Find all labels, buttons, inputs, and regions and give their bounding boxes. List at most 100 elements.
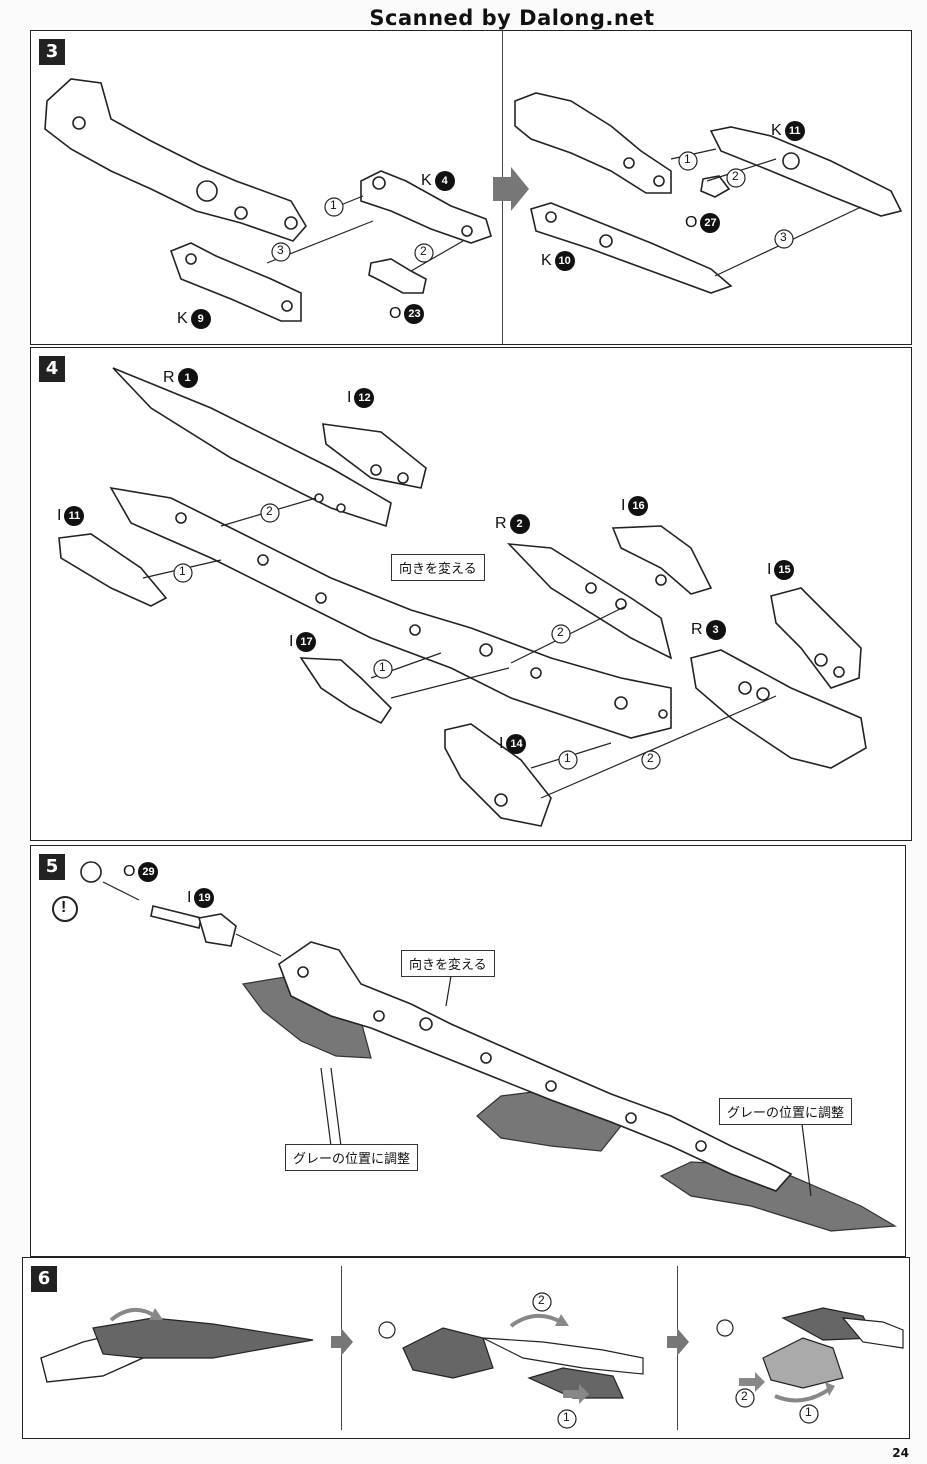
step-6-panel: 6 xyxy=(22,1257,910,1439)
part-k10 xyxy=(530,202,733,294)
order-3-text: 3 xyxy=(277,243,284,257)
order-marker xyxy=(735,1388,755,1408)
order-marker xyxy=(414,243,434,263)
order-marker xyxy=(726,168,746,188)
part-k9 xyxy=(169,242,302,322)
part-r2 xyxy=(506,543,673,660)
rotate-arrow-icon xyxy=(509,1314,562,1328)
order-2-text: 2 xyxy=(538,1293,545,1307)
part-i17 xyxy=(299,657,393,725)
order-marker xyxy=(173,563,193,583)
order-marker xyxy=(558,750,578,770)
part-k4 xyxy=(360,170,492,244)
order-marker xyxy=(324,197,344,217)
order-marker xyxy=(260,503,280,523)
slide-arrow-icon xyxy=(563,1384,589,1404)
step-4-number: 4 xyxy=(39,356,65,382)
step-5-diagram xyxy=(52,861,897,1232)
order-2-text: 2 xyxy=(741,1389,748,1403)
watermark: Scanned by Dalong.net xyxy=(369,6,655,30)
order-marker xyxy=(557,1409,577,1429)
weapon-assembly xyxy=(109,486,672,739)
order-marker xyxy=(373,659,393,679)
part-o29 xyxy=(80,861,102,883)
order-2-text: 2 xyxy=(420,244,427,258)
order-marker xyxy=(551,624,571,644)
order-1-text: 1 xyxy=(379,660,386,674)
step-6-number: 6 xyxy=(31,1266,57,1292)
weapon-body-b xyxy=(482,1337,644,1375)
order-marker xyxy=(641,750,661,770)
next-arrow-icon xyxy=(493,167,529,211)
gray-blade-a xyxy=(92,1317,314,1359)
order-marker xyxy=(271,242,291,262)
callout-gray-position-2: グレーの位置に調整 xyxy=(719,1098,853,1125)
callout-turn: 向きを変える xyxy=(401,950,495,977)
order-2-text: 2 xyxy=(557,625,564,639)
step-6-diagram xyxy=(40,1292,904,1429)
page-number: 24 xyxy=(892,1446,909,1460)
slide-arrow-icon xyxy=(739,1372,765,1392)
step-4-panel: 4 xyxy=(30,347,912,841)
order-marker xyxy=(532,1292,552,1312)
step-3-panel: 3 xyxy=(30,30,912,345)
part-i11 xyxy=(58,533,168,607)
caution-icon xyxy=(52,896,78,922)
gray-part-c xyxy=(762,1337,844,1389)
next-arrow-icon xyxy=(667,1328,689,1356)
next-arrow-icon xyxy=(331,1328,353,1356)
part-i16 xyxy=(611,525,713,595)
order-1-text: 1 xyxy=(564,751,571,765)
weapon-body-c xyxy=(841,1317,904,1349)
part-i14 xyxy=(444,723,552,827)
step-5-number: 5 xyxy=(39,854,65,880)
part-r1-blade xyxy=(112,367,392,528)
order-1-text: 1 xyxy=(330,198,337,212)
weapon-assembly xyxy=(278,941,793,1192)
order-1-text: 1 xyxy=(563,1410,570,1424)
part-k11 xyxy=(709,126,903,217)
order-3-text: 3 xyxy=(780,230,787,244)
part-o23 xyxy=(368,258,427,294)
order-2-text: 2 xyxy=(647,751,654,765)
order-marker xyxy=(678,151,698,171)
rotate-arrow-icon xyxy=(109,1308,157,1322)
order-2-text: 2 xyxy=(266,504,273,518)
caution-mark: ! xyxy=(61,899,67,916)
order-1-text: 1 xyxy=(684,152,691,166)
order-1-text: 1 xyxy=(179,564,186,578)
arm-assembly-right xyxy=(514,92,672,194)
order-marker xyxy=(799,1404,819,1424)
callout-turn: 向きを変える xyxy=(391,554,485,581)
gray-part-b xyxy=(402,1327,494,1379)
order-marker xyxy=(774,229,794,249)
rotate-arrow-icon xyxy=(774,1386,833,1403)
arm-assembly-left xyxy=(44,78,307,242)
part-i19 xyxy=(197,913,237,947)
callout-gray-position-1: グレーの位置に調整 xyxy=(285,1144,419,1171)
step-4-diagram xyxy=(58,367,867,827)
part-i19-chain xyxy=(150,905,202,929)
order-1-text: 1 xyxy=(805,1405,812,1419)
step-3-diagram xyxy=(44,78,903,322)
part-i12 xyxy=(322,423,427,489)
order-2-text: 2 xyxy=(732,169,739,183)
